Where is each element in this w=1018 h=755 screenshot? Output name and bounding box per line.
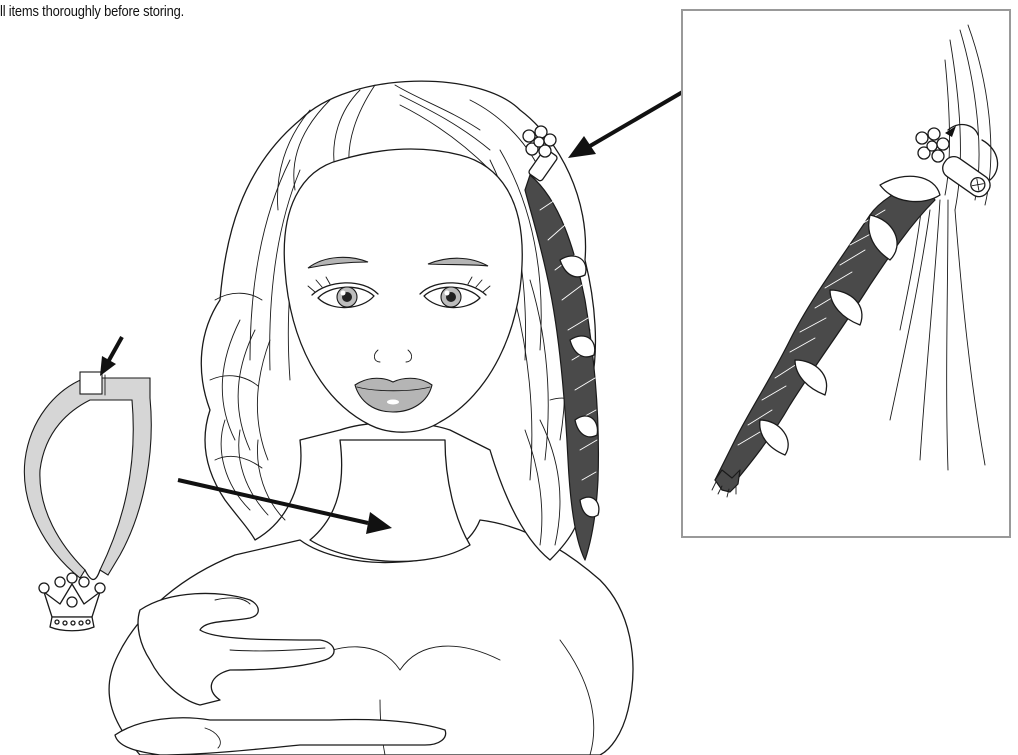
- neck: [310, 440, 470, 561]
- crown-pendant-icon: [39, 573, 105, 631]
- crown-necklace: [24, 372, 151, 631]
- arrow-icon: [100, 337, 122, 376]
- detail-inset: [682, 10, 1010, 537]
- arrow-icon: [568, 90, 686, 158]
